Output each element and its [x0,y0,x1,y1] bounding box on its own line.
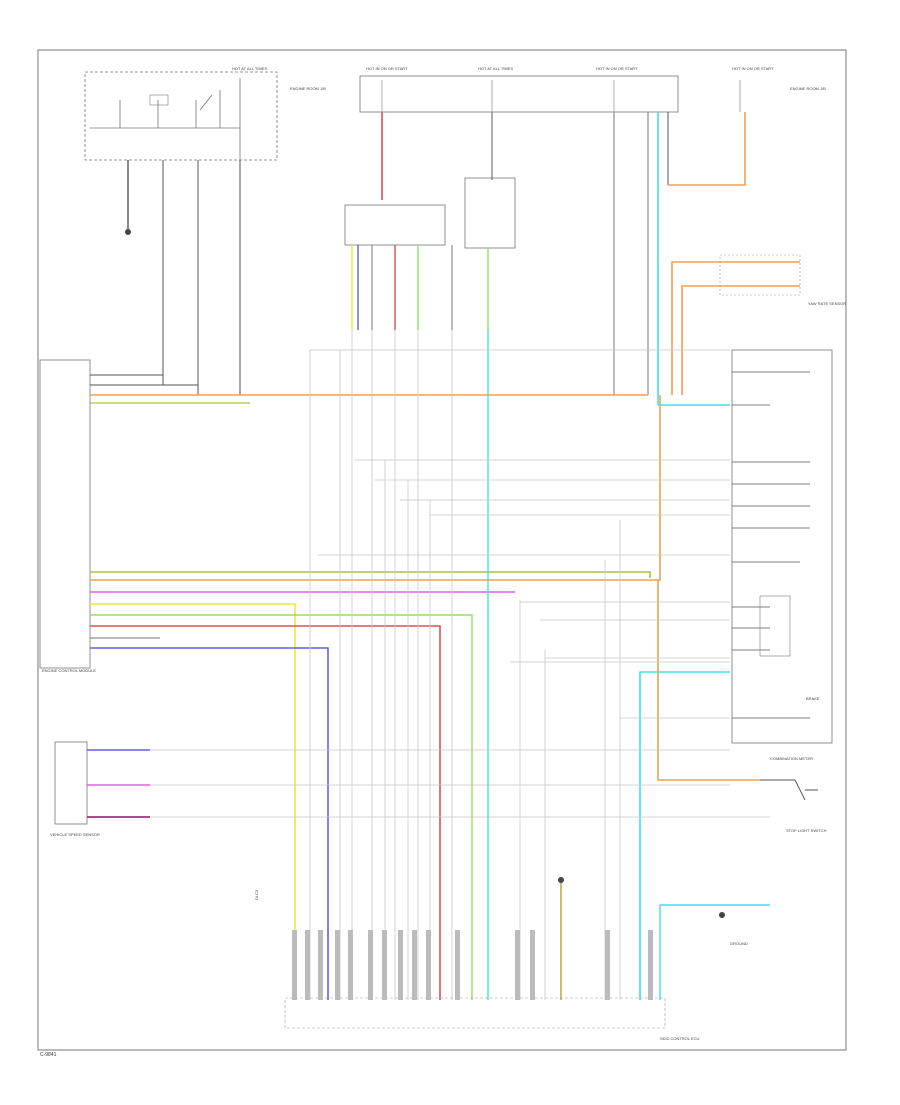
stop-light-switch: STOP LIGHT SWITCH [760,779,827,833]
relay-box-left: HOT AT ALL TIMES ENGINE ROOM J/B [84,66,326,161]
gateway-label: DLC3 [254,889,259,900]
top-fuse-3-label: HOT AT ALL TIMES [478,66,513,71]
orange-right-wires [657,261,800,781]
ground-label: GROUND [730,941,748,946]
brake-label: BRAKE [806,696,820,701]
relay-box-right-label: ENGINE ROOM J/B [790,86,826,91]
combination-meter: COMBINATION METER BRAKE [731,349,833,761]
ecm-module: ENGINE CONTROL MODULE [39,359,96,673]
top-feed-wires [381,112,746,405]
right-module-label: YAW RATE SENSOR [808,301,846,306]
top-fuse-4-label: HOT IN ON OR START [596,66,638,71]
page-code: C-9841 [40,1052,57,1058]
cyan-wire [487,330,770,1000]
gray-bus-lines [140,330,770,1000]
bottom-module-label: SKID CONTROL ECU [660,1036,700,1041]
relay-box-right: HOT IN ON OR START HOT AT ALL TIMES HOT … [359,66,826,113]
ecm-label: ENGINE CONTROL MODULE [42,668,96,673]
top-fuse-1-label: HOT AT ALL TIMES [232,66,267,71]
speed-sensor: VEHICLE SPEED SENSOR [50,741,150,837]
diagram-frame [37,49,847,1051]
stop-switch-label: STOP LIGHT SWITCH [786,828,827,833]
left-box-wires [125,160,241,395]
sensor-label: VEHICLE SPEED SENSOR [50,832,100,837]
ecm-bottom-wires [90,395,661,1000]
top-fuse-2-label: HOT IN ON OR START [366,66,408,71]
relay-top-right: YAW RATE SENSOR [719,254,846,306]
top-fuse-5-label: HOT IN ON OR START [732,66,774,71]
ecm-top-wires [90,374,648,404]
relay-box-left-label: ENGINE ROOM J/B [290,86,326,91]
ground-symbols: GROUND [558,877,748,1000]
skid-control-ecu: SKID CONTROL ECU DLC3 [254,889,700,1041]
combination-meter-label: COMBINATION METER [770,756,813,761]
middle-relay [344,177,516,330]
